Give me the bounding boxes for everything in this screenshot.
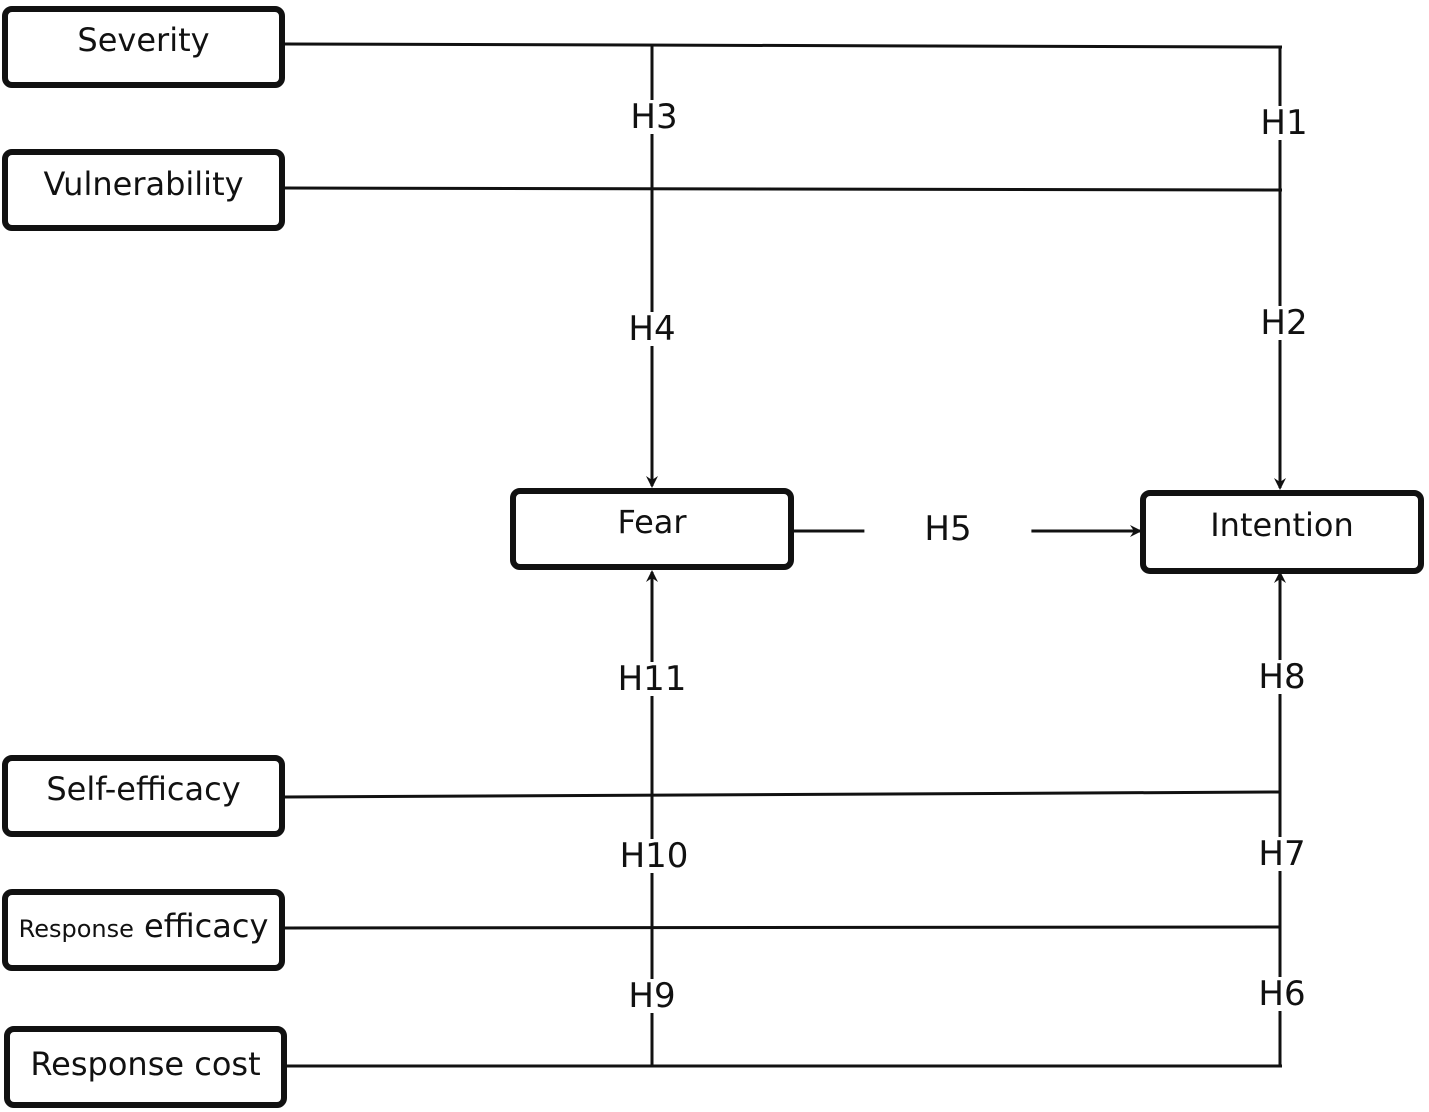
h5-label: H5 [864,512,1032,546]
response-cost-box: Response cost [4,1026,287,1108]
vulnerability-label: Vulnerability [43,165,244,203]
response-cost-label: Response cost [30,1045,261,1083]
h4-label: H4 [624,312,680,346]
h1-label: H1 [1256,106,1312,140]
self-efficacy-label: Self-efficacy [46,770,241,808]
h11-label: H11 [613,662,691,696]
self-efficacy-box: Self-efficacy [2,755,285,837]
severity-box: Severity [2,6,285,88]
response-efficacy-box: Response efficacy [2,889,285,971]
h6-label: H6 [1254,977,1310,1011]
intention-label: Intention [1210,506,1354,544]
h3-label: H3 [626,100,682,134]
h10-label: H10 [615,839,693,873]
severity-label: Severity [77,21,210,59]
self-efficacy-line [283,790,1281,799]
vulnerability-box: Vulnerability [2,149,285,231]
h8-label: H8 [1254,660,1310,694]
h9-label: H9 [624,979,680,1013]
h2-label: H2 [1256,306,1312,340]
fear-label: Fear [617,503,687,541]
response-efficacy-label: Response efficacy [19,907,269,945]
intention-box: Intention [1140,490,1424,574]
severity-line [283,42,1283,49]
vulnerability-line [283,186,1283,192]
response-efficacy-label-large: efficacy [144,907,269,945]
fear-box: Fear [510,488,794,570]
response-efficacy-line [283,925,1281,930]
response-efficacy-label-small: Response [18,915,134,943]
h7-label: H7 [1254,837,1310,871]
